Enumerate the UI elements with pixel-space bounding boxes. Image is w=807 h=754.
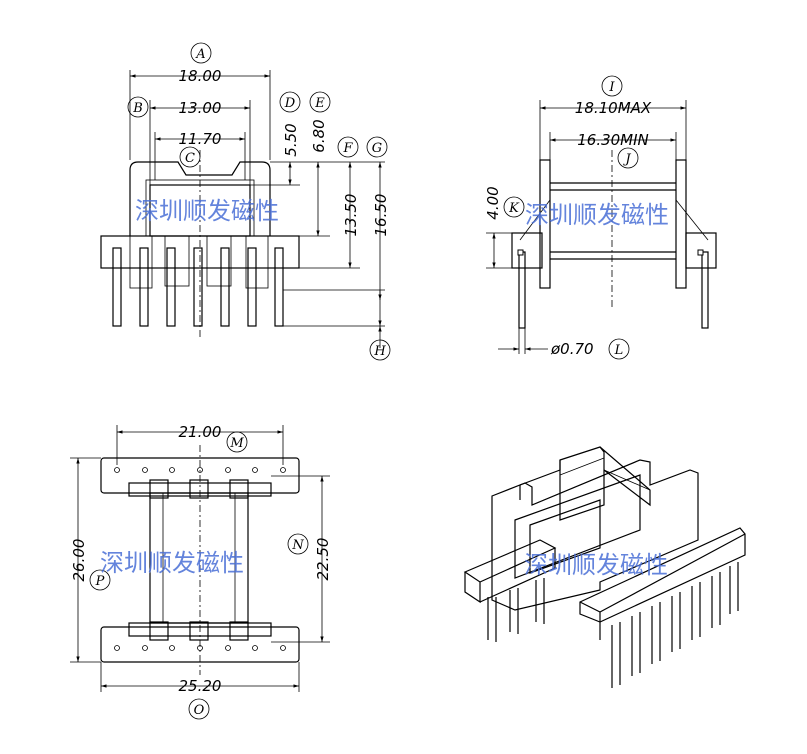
dim-f-value: 13.50 bbox=[342, 194, 360, 237]
watermark-2: 深圳顺发磁性 bbox=[525, 201, 669, 229]
label-n: N bbox=[287, 533, 309, 555]
dim-m-value: 21.00 bbox=[179, 423, 222, 441]
watermark-3: 深圳顺发磁性 bbox=[100, 549, 244, 577]
front-pins bbox=[112, 235, 284, 327]
svg-text:J: J bbox=[622, 152, 631, 167]
svg-text:F: F bbox=[342, 141, 353, 156]
label-c: C bbox=[179, 146, 201, 168]
label-e: E bbox=[309, 91, 331, 113]
label-h: H bbox=[369, 339, 391, 361]
side-flange-left bbox=[539, 159, 551, 289]
front-flange-outline bbox=[129, 161, 271, 236]
dim-b-value: 13.00 bbox=[179, 99, 222, 117]
label-i: I bbox=[601, 75, 623, 97]
svg-text:B: B bbox=[132, 101, 143, 116]
label-j: J bbox=[617, 147, 639, 169]
dim-e-value: 6.80 bbox=[310, 119, 328, 152]
dim-c-value: 11.70 bbox=[179, 130, 222, 148]
dim-g-value: 16.50 bbox=[372, 194, 390, 237]
front-view: 18.00 13.00 11.70 5.50 6.80 13.50 16.50 … bbox=[100, 42, 391, 361]
svg-text:E: E bbox=[314, 96, 325, 111]
dim-i-value: 18.10MAX bbox=[575, 99, 652, 117]
top-winding-area bbox=[149, 492, 249, 624]
label-a: A bbox=[190, 42, 212, 64]
side-base-left bbox=[511, 232, 543, 269]
svg-text:D: D bbox=[284, 96, 296, 111]
dim-p-value: 26.00 bbox=[70, 539, 88, 582]
label-p: P bbox=[89, 569, 111, 591]
side-flange-right bbox=[675, 159, 687, 289]
side-pin-right bbox=[701, 251, 709, 329]
dim-a-value: 18.00 bbox=[179, 67, 222, 85]
dim-l-value: ø0.70 bbox=[550, 340, 594, 358]
svg-text:G: G bbox=[372, 141, 382, 156]
label-g: G bbox=[366, 136, 388, 158]
svg-text:L: L bbox=[614, 343, 624, 358]
svg-text:K: K bbox=[508, 201, 520, 216]
label-l: L bbox=[608, 338, 630, 360]
dim-n-value: 22.50 bbox=[314, 538, 332, 581]
svg-text:H: H bbox=[373, 344, 386, 359]
top-pin-holes bbox=[114, 467, 286, 651]
top-view: 21.00 25.20 26.00 22.50 M N O P bbox=[70, 423, 332, 720]
watermark-1: 深圳顺发磁性 bbox=[135, 197, 279, 225]
dim-k-value: 4.00 bbox=[484, 186, 502, 219]
dim-o-value: 25.20 bbox=[179, 677, 222, 695]
side-pin-left bbox=[518, 251, 526, 329]
label-b: B bbox=[127, 96, 149, 118]
label-f: F bbox=[337, 136, 359, 158]
svg-text:P: P bbox=[95, 574, 105, 589]
label-m: M bbox=[226, 431, 248, 453]
dim-j-value: 16.30MIN bbox=[577, 131, 649, 149]
dim-d-value: 5.50 bbox=[282, 123, 300, 156]
svg-text:M: M bbox=[229, 436, 244, 451]
top-view-bumps bbox=[149, 479, 249, 641]
svg-text:A: A bbox=[195, 47, 205, 62]
iso-pins bbox=[611, 562, 739, 688]
iso-front-flange bbox=[491, 459, 699, 611]
svg-text:I: I bbox=[608, 80, 615, 95]
watermark-4: 深圳顺发磁性 bbox=[524, 551, 668, 579]
svg-text:O: O bbox=[194, 703, 205, 718]
side-view: 18.10MAX 16.30MIN 4.00 ø0.70 I J K L bbox=[484, 75, 717, 360]
isometric-view bbox=[463, 446, 746, 688]
svg-text:C: C bbox=[185, 151, 195, 166]
label-o: O bbox=[188, 698, 210, 720]
label-k: K bbox=[503, 196, 525, 218]
svg-text:N: N bbox=[291, 538, 304, 553]
label-d: D bbox=[279, 91, 301, 113]
